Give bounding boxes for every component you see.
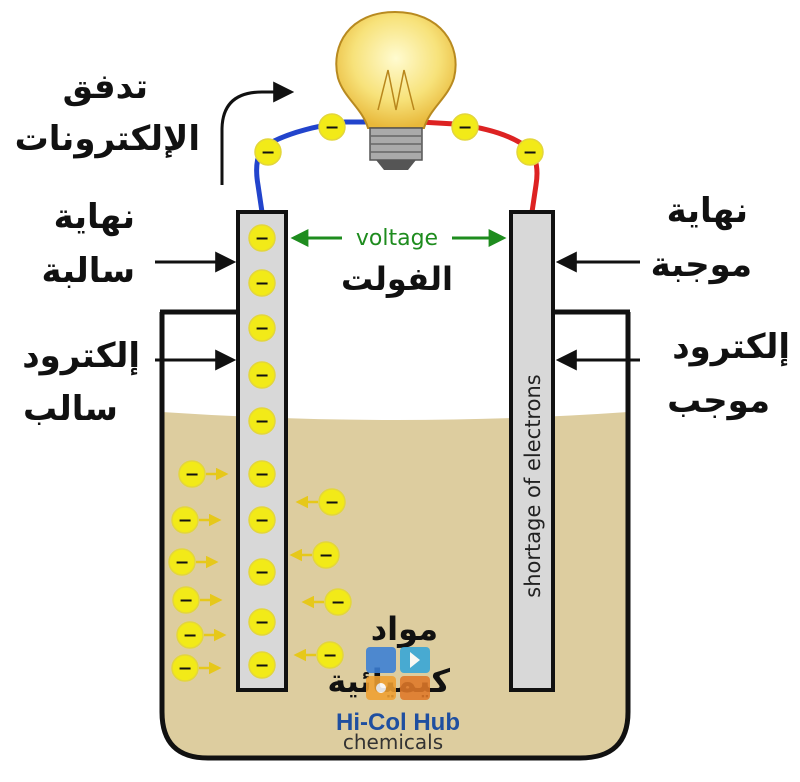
wire-positive [419, 119, 540, 213]
solution-electron: − [178, 460, 206, 488]
electrode-electron: − [248, 407, 276, 435]
electrode-electron: − [248, 506, 276, 534]
wire-electron: − [254, 138, 282, 166]
wire-electron: − [451, 113, 479, 141]
electrode-electron: − [248, 361, 276, 389]
solution-electron: − [318, 488, 346, 516]
svg-text:−: − [255, 412, 270, 432]
negative-electrode-label-1: إلكترود [22, 336, 140, 376]
shortage-label: shortage of electrons [521, 374, 545, 597]
light-bulb-icon [335, 10, 457, 170]
wire-electron: − [516, 138, 544, 166]
electrode-electron: − [248, 269, 276, 297]
positive-electrode [509, 210, 555, 692]
positive-terminal-label-1: نهاية [667, 191, 748, 231]
solution-electron: − [312, 541, 340, 569]
electrode-electron: − [248, 651, 276, 679]
voltage-arabic-label: الفولت [341, 260, 453, 298]
svg-text:−: − [255, 229, 270, 249]
electrode-electron: − [248, 224, 276, 252]
svg-text:−: − [331, 593, 346, 613]
wire-electron: − [318, 113, 346, 141]
solution-electron: − [324, 588, 352, 616]
svg-text:−: − [523, 143, 538, 163]
chemicals-label: chemicals [343, 730, 443, 754]
positive-electrode-label-1: إلكترود [672, 327, 790, 367]
voltage-label: voltage [356, 226, 438, 251]
watermark-text: Hi-Col Hub [336, 709, 460, 736]
svg-text:−: − [319, 546, 334, 566]
voltage-label-bg [342, 222, 452, 250]
svg-text:−: − [261, 143, 276, 163]
solution-electron: − [171, 506, 199, 534]
svg-text:−: − [255, 465, 270, 485]
svg-text:−: − [255, 274, 270, 294]
electron-flow-label-2: الإلكترونات [15, 119, 200, 159]
electrons-group: − − − − − − − − − − − − − − − − − − − − − − − − [168, 113, 544, 682]
svg-text:−: − [255, 319, 270, 339]
electrode-electron: − [248, 608, 276, 636]
svg-text:−: − [179, 591, 194, 611]
wire-negative [254, 119, 372, 213]
solution-electron: − [176, 621, 204, 649]
electrode-electron: − [248, 460, 276, 488]
svg-text:−: − [325, 118, 340, 138]
positive-terminal-label-2: موجبة [651, 245, 752, 285]
solution-electron: − [316, 641, 344, 669]
solution-electron: − [168, 548, 196, 576]
watermark-logo [366, 647, 430, 700]
electron-flow-label-1: تدفق [63, 67, 148, 107]
svg-text:−: − [458, 118, 473, 138]
svg-text:−: − [255, 366, 270, 386]
svg-text:−: − [185, 465, 200, 485]
svg-text:−: − [178, 511, 193, 531]
svg-text:−: − [178, 659, 193, 679]
electrode-electron: − [248, 558, 276, 586]
svg-text:−: − [255, 613, 270, 633]
positive-electrode-label-2: موجب [667, 381, 770, 421]
svg-text:−: − [175, 553, 190, 573]
negative-electrode-label-2: سالب [23, 389, 118, 429]
negative-terminal-label-2: سالبة [42, 251, 135, 291]
svg-text:−: − [255, 563, 270, 583]
svg-text:−: − [183, 626, 198, 646]
solution-electron: − [171, 654, 199, 682]
svg-text:−: − [255, 656, 270, 676]
negative-terminal-label-1: نهاية [54, 197, 135, 237]
beaker [159, 312, 631, 761]
svg-text:−: − [255, 511, 270, 531]
electrode-electron: − [248, 314, 276, 342]
svg-text:−: − [323, 646, 338, 666]
electron-flow-arrow [220, 81, 295, 185]
solution-electron: − [172, 586, 200, 614]
svg-text:−: − [325, 493, 340, 513]
chemicals-arabic-label-1: مواد [371, 610, 438, 648]
electrolyte [162, 412, 628, 758]
